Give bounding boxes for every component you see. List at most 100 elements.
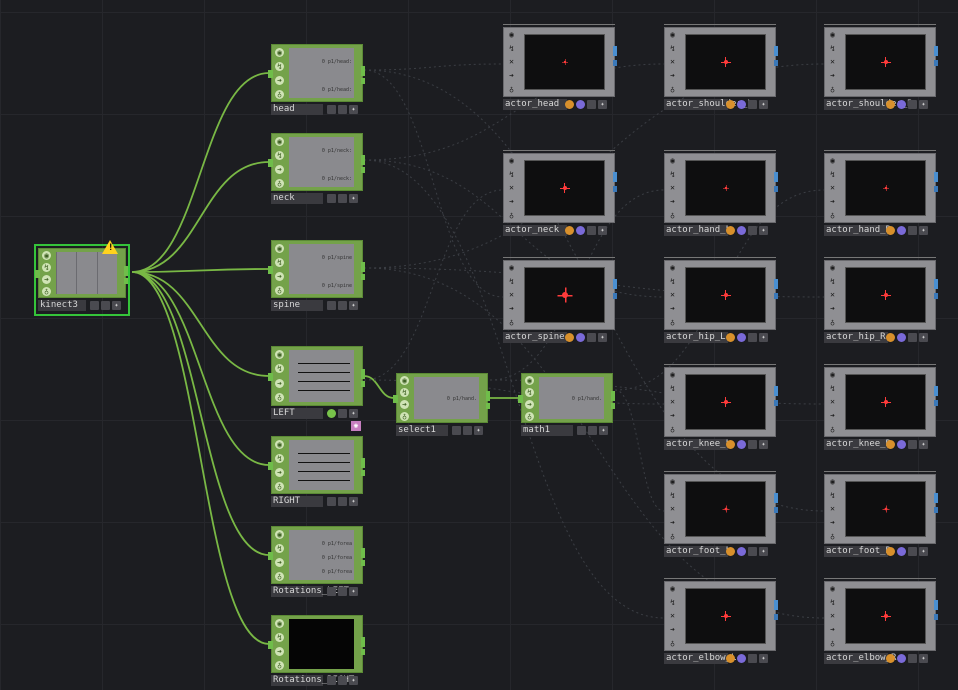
node-label[interactable]: neck xyxy=(271,193,323,204)
output-connector[interactable] xyxy=(774,172,778,182)
output-connector[interactable] xyxy=(774,279,778,289)
display-flag-icon[interactable]: ✦ xyxy=(598,226,607,235)
node-tool-icon[interactable]: ➔ xyxy=(42,274,51,284)
display-flag-icon[interactable] xyxy=(565,333,574,342)
node-tool-icon[interactable]: ↯ xyxy=(670,597,675,607)
node-tool-icon[interactable]: ↯ xyxy=(670,43,675,53)
viewer-flag-icon[interactable] xyxy=(338,676,347,685)
display-flag-icon[interactable] xyxy=(886,654,895,663)
node-tool-icon[interactable]: ♁ xyxy=(400,411,409,421)
viewer-flag-icon[interactable]: ✦ xyxy=(112,301,121,310)
node-tool-icon[interactable]: ➔ xyxy=(670,411,675,421)
node-tool-icon[interactable]: ✕ xyxy=(670,397,675,407)
output-connector[interactable] xyxy=(361,262,365,272)
display-flag-icon[interactable]: ✦ xyxy=(759,440,768,449)
top-node-body[interactable]: ◉↯✕➔♁ xyxy=(664,260,778,330)
output-connector[interactable] xyxy=(361,548,365,558)
top-node-actor_hand_r[interactable]: ◉↯✕➔♁actor_hand_R✦ xyxy=(824,150,938,236)
node-tool-icon[interactable]: ➔ xyxy=(275,467,284,477)
output-connector[interactable] xyxy=(124,266,128,276)
viewer-flag-icon[interactable] xyxy=(327,497,336,506)
top-node-actor_foot_l[interactable]: ◉↯✕➔♁actor_foot_L✦ xyxy=(664,471,778,557)
node-tool-icon[interactable]: ↯ xyxy=(670,383,675,393)
node-tool-icon[interactable]: ♁ xyxy=(670,424,675,434)
node-tool-icon[interactable]: ➔ xyxy=(275,557,284,567)
display-flag-icon[interactable] xyxy=(897,333,906,342)
viewer-flag-icon[interactable] xyxy=(588,426,597,435)
node-tool-icon[interactable]: ↯ xyxy=(275,364,284,374)
output-connector[interactable] xyxy=(611,403,615,409)
display-flag-icon[interactable] xyxy=(897,654,906,663)
node-label[interactable]: spine xyxy=(271,300,323,311)
display-flag-icon[interactable] xyxy=(737,547,746,556)
node-tool-icon[interactable]: ♁ xyxy=(42,286,51,296)
output-connector[interactable] xyxy=(361,458,365,468)
output-connector[interactable] xyxy=(361,274,365,280)
display-flag-icon[interactable] xyxy=(587,226,596,235)
node-wire[interactable] xyxy=(363,69,504,298)
node-tool-icon[interactable]: ♁ xyxy=(509,210,514,220)
chop-node-math1[interactable]: ◉↯➔♁0 p1/hand.math1✦ xyxy=(518,373,615,437)
output-connector[interactable] xyxy=(934,600,938,610)
top-node-body[interactable]: ◉↯✕➔♁ xyxy=(824,367,938,437)
node-label[interactable]: actor_elbow_L xyxy=(664,653,737,664)
display-flag-icon[interactable] xyxy=(748,226,757,235)
node-tool-icon[interactable]: ◉ xyxy=(509,263,514,273)
top-node-actor_elbow_r[interactable]: ◉↯✕➔♁actor_elbow_R✦ xyxy=(824,578,938,664)
display-flag-icon[interactable]: ✦ xyxy=(919,654,928,663)
display-flag-icon[interactable] xyxy=(886,440,895,449)
chop-node-head[interactable]: ◉↯➔♁0 p1/head:0 p1/head:head✦ xyxy=(268,44,365,116)
node-label[interactable]: actor_head xyxy=(503,99,567,110)
display-flag-icon[interactable] xyxy=(897,226,906,235)
node-tool-icon[interactable]: ➔ xyxy=(830,518,835,528)
display-flag-icon[interactable] xyxy=(737,654,746,663)
node-tool-icon[interactable]: ↯ xyxy=(525,387,534,397)
viewer-flag-icon[interactable]: ✦ xyxy=(349,105,358,114)
top-node-body[interactable]: ◉↯✕➔♁ xyxy=(824,27,938,97)
output-connector[interactable] xyxy=(774,493,778,503)
display-flag-icon[interactable]: ✦ xyxy=(759,100,768,109)
node-tool-icon[interactable]: ◉ xyxy=(275,439,284,449)
node-wire[interactable] xyxy=(131,72,270,273)
output-connector[interactable] xyxy=(361,470,365,476)
display-flag-icon[interactable] xyxy=(897,440,906,449)
top-node-actor_hip_r[interactable]: ◉↯✕➔♁actor_hip_R✦ xyxy=(824,257,938,343)
chop-node-body[interactable]: ◉↯➔♁ xyxy=(268,346,365,406)
node-tool-icon[interactable]: ↯ xyxy=(830,383,835,393)
node-tool-icon[interactable]: ◉ xyxy=(830,584,835,594)
display-flag-icon[interactable] xyxy=(737,440,746,449)
chop-node-select1[interactable]: ◉↯➔♁0 p1/hand.select1✦ xyxy=(393,373,490,437)
node-tool-icon[interactable]: ↯ xyxy=(670,169,675,179)
display-flag-icon[interactable]: ✦ xyxy=(759,333,768,342)
display-flag-icon[interactable] xyxy=(886,547,895,556)
node-label[interactable]: actor_neck xyxy=(503,225,567,236)
node-label[interactable]: select1 xyxy=(396,425,448,436)
output-connector[interactable] xyxy=(613,46,617,56)
output-connector[interactable] xyxy=(934,386,938,396)
chop-node-kinect3[interactable]: ◉↯➔♁kinect3✦! xyxy=(34,240,130,316)
node-tool-icon[interactable]: ♁ xyxy=(509,317,514,327)
node-wire[interactable] xyxy=(614,389,665,512)
node-tool-icon[interactable]: ✕ xyxy=(830,611,835,621)
node-tool-icon[interactable]: ↯ xyxy=(670,276,675,286)
display-flag-icon[interactable] xyxy=(726,333,735,342)
input-connector[interactable] xyxy=(268,373,273,381)
output-connector[interactable] xyxy=(934,400,938,406)
output-connector[interactable] xyxy=(934,614,938,620)
top-node-body[interactable]: ◉↯✕➔♁ xyxy=(503,153,617,223)
node-tool-icon[interactable]: ↯ xyxy=(830,43,835,53)
node-tool-icon[interactable]: ➔ xyxy=(400,399,409,409)
display-flag-icon[interactable] xyxy=(748,440,757,449)
node-tool-icon[interactable]: ✕ xyxy=(830,290,835,300)
node-tool-icon[interactable]: ✕ xyxy=(670,183,675,193)
display-flag-icon[interactable] xyxy=(726,440,735,449)
node-tool-icon[interactable]: ↯ xyxy=(670,490,675,500)
output-connector[interactable] xyxy=(361,637,365,647)
output-connector[interactable] xyxy=(774,186,778,192)
input-connector[interactable] xyxy=(268,159,273,167)
node-wire[interactable] xyxy=(131,271,270,645)
chop-node-body[interactable]: ◉↯➔♁ xyxy=(268,615,365,673)
node-tool-icon[interactable]: ♁ xyxy=(275,571,284,581)
top-node-body[interactable]: ◉↯✕➔♁ xyxy=(824,153,938,223)
